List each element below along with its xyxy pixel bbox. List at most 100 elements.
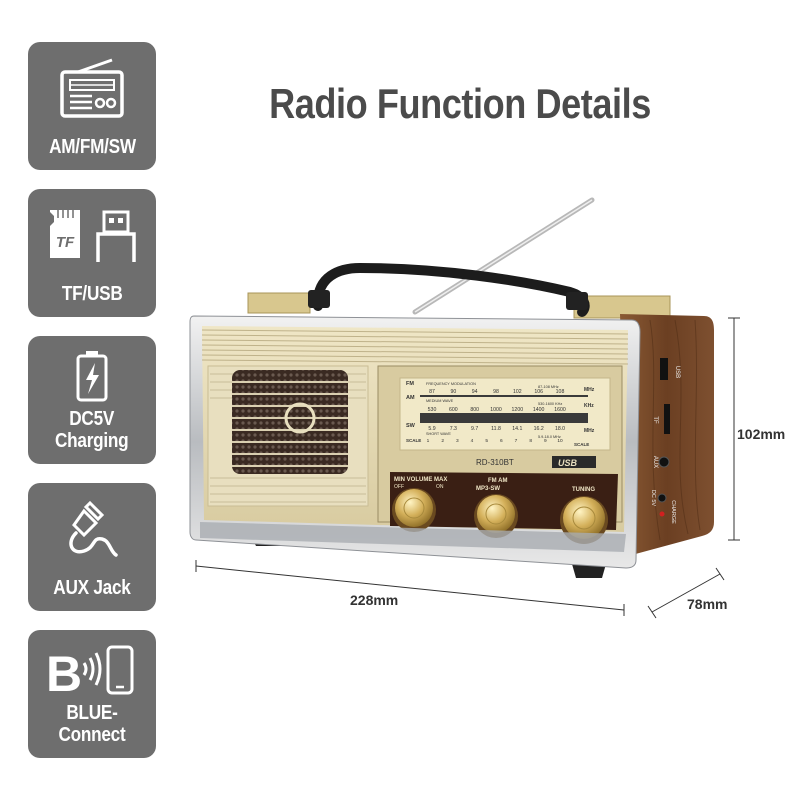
dial-am-caption: MEDIUM WAVE <box>426 399 454 403</box>
dial-sw-unit: MHz <box>584 428 595 434</box>
dial-fm-range: 87-108 MHz <box>538 385 559 389</box>
dial-fm-value: 87 <box>429 389 435 395</box>
dial-am-value: 800 <box>470 407 479 413</box>
bluetooth-phone-icon: B <box>44 640 140 702</box>
radio-top-cap <box>247 292 311 314</box>
aux-port <box>658 456 670 468</box>
dial-am-value: 1200 <box>512 407 524 413</box>
radio-speaker-grill <box>232 370 348 474</box>
dial-am-value: 1000 <box>490 407 502 413</box>
dial-sw-value: 14.1 <box>512 426 522 432</box>
dial-fm-label: FM <box>406 381 414 387</box>
dimension-depth-label: 78mm <box>687 596 728 612</box>
page-title: Radio Function Details <box>269 80 651 127</box>
dial-sw-value: 11.8 <box>491 426 501 432</box>
dial-scale-value: 3 <box>456 438 459 444</box>
dial-am-value: 530 <box>428 407 437 413</box>
tf-slot-label: TF <box>652 416 658 424</box>
dial-sw-scale: 5.9 7.3 9.7 11.8 14.1 16.2 18.0 <box>428 426 565 432</box>
feature-label: BLUE- Connect <box>59 702 126 746</box>
feature-tile-am-fm-sw: AM/FM/SW <box>28 42 156 170</box>
dial-fm-value: 106 <box>534 389 543 395</box>
dial-sw-value: 7.3 <box>450 426 457 432</box>
dial-fm-unit: MHz <box>584 387 595 393</box>
dial-scale-row: 1 2 3 4 5 6 7 8 9 10 <box>427 438 563 444</box>
dimension-height-line <box>728 317 740 541</box>
dimension-width-line <box>195 560 625 616</box>
dial-am-unit: KHz <box>584 403 594 409</box>
knob-off-label: OFF <box>394 484 404 490</box>
tf-card-text: TF <box>56 234 75 251</box>
feature-label-line: BLUE- <box>66 702 118 724</box>
radio-speaker-emblem <box>284 402 316 434</box>
dial-sw-caption: SHORT WAVE <box>426 432 451 436</box>
tuning-knob <box>560 496 608 544</box>
charge-led <box>659 511 665 517</box>
charge-label: CHARGE <box>670 500 676 524</box>
dial-sw-value: 18.0 <box>555 426 565 432</box>
feature-tile-dc5v-charging: DC5V Charging <box>28 336 156 464</box>
feature-tile-tf-usb: TF TF/USB <box>28 189 156 317</box>
knob-band-top: FM AM <box>488 478 507 484</box>
dial-am-value: 600 <box>449 407 458 413</box>
dimension-height-label: 102mm <box>737 426 786 442</box>
radio-usb-badge: USB <box>558 458 578 468</box>
dial-fm-value: 90 <box>450 389 456 395</box>
usb-port <box>660 358 668 380</box>
dial-sw-label: SW <box>406 423 416 429</box>
radio-icon <box>58 52 126 126</box>
radio-model: RD-310BT <box>476 458 514 467</box>
feature-tile-aux-jack: AUX Jack <box>28 483 156 611</box>
feature-label-line: DC5V <box>69 408 115 430</box>
feature-label: DC5V Charging <box>55 408 129 452</box>
dial-sw-value: 9.7 <box>471 426 478 432</box>
feature-label-line: Charging <box>55 430 129 452</box>
dial-scale-value: 7 <box>515 438 518 444</box>
aux-cable-icon <box>62 493 122 567</box>
dial-scale-value: 10 <box>557 438 563 444</box>
dial-scale-value: 5 <box>485 438 488 444</box>
dc-port <box>657 493 667 503</box>
dc-port-label: DC 5V <box>650 490 656 507</box>
dial-scale-label: SCALE <box>406 438 421 443</box>
feature-label: TF/USB <box>61 283 123 305</box>
dial-fm-scale: 87 90 94 98 102 106 108 <box>429 389 564 395</box>
dial-scale-value: 4 <box>471 438 474 444</box>
knob-on-label: ON <box>436 484 444 490</box>
battery-charging-icon <box>72 346 112 406</box>
dial-fm-value: 108 <box>556 389 565 395</box>
dial-fm-value: 102 <box>513 389 522 395</box>
dial-scale-value: 2 <box>441 438 444 444</box>
feature-label: AUX Jack <box>53 577 131 599</box>
radio-wood-side <box>620 314 714 556</box>
dial-fm-value: 98 <box>493 389 499 395</box>
radio-foot <box>572 564 606 578</box>
radio-top-ribs <box>201 329 629 365</box>
dial-scale-value: 1 <box>427 438 430 444</box>
dial-sw-range: 5.9-18.0 MHz <box>538 435 561 439</box>
dial-sw-value: 16.2 <box>534 426 544 432</box>
dial-scale-value: 6 <box>500 438 503 444</box>
bluetooth-b-text: B <box>46 646 82 699</box>
feature-tile-blue-connect: B BLUE- Connect <box>28 630 156 758</box>
feature-label-line: Connect <box>58 724 126 746</box>
dial-scale-value: 9 <box>544 438 547 444</box>
knob-volume-label: MIN VOLUME MAX <box>394 477 447 483</box>
dimension-depth-line <box>647 567 725 619</box>
dial-am-value: 1400 <box>533 407 545 413</box>
tf-usb-icon: TF <box>42 199 142 273</box>
feature-label: AM/FM/SW <box>48 136 136 158</box>
band-knob <box>474 494 518 538</box>
dial-sw-value: 5.9 <box>428 426 435 432</box>
volume-knob <box>392 488 436 532</box>
aux-port-label: AUX <box>652 456 658 468</box>
dimension-width-label: 228mm <box>350 592 399 608</box>
tf-slot <box>664 404 670 434</box>
knob-tuning-label: TUNING <box>572 487 595 493</box>
dial-scale-value: 8 <box>529 438 532 444</box>
dial-fm-caption: FREQUENCY MODULATION <box>426 382 476 386</box>
dial-am-label: AM <box>406 395 415 401</box>
dial-fm-value: 94 <box>472 389 478 395</box>
